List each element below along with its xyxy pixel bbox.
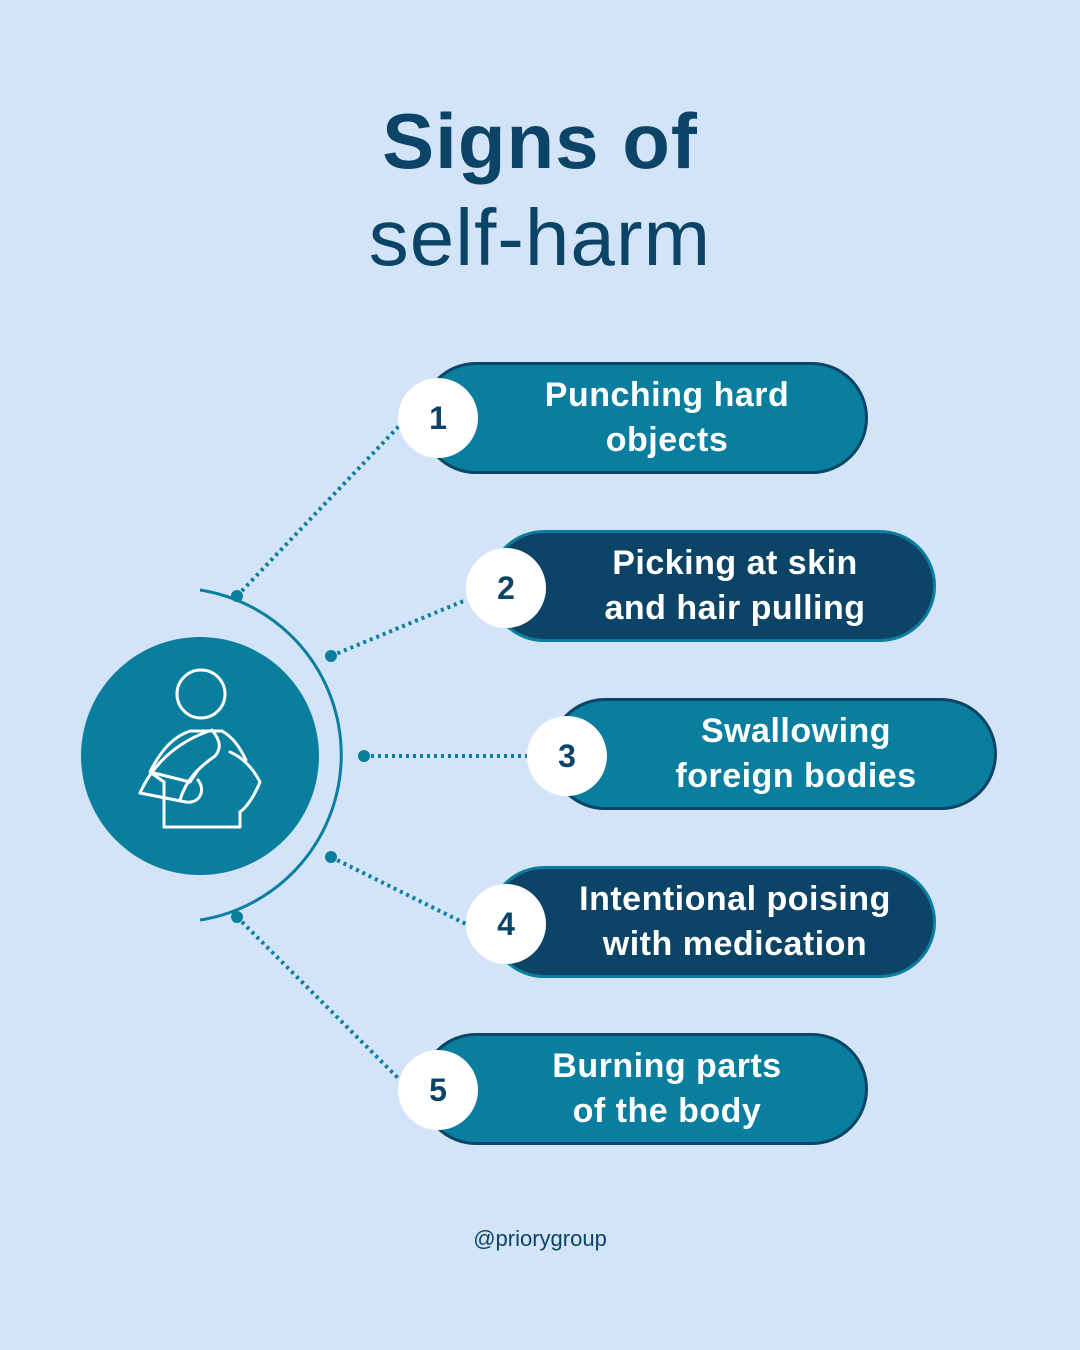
sign-label-5-line-1: Burning parts [552, 1047, 782, 1085]
connector-dot-3 [358, 750, 370, 762]
sign-label-3-line-2: foreign bodies [675, 757, 917, 795]
sign-number-2: 2 [466, 548, 546, 628]
connector-line-4 [330, 855, 467, 926]
sign-label-5-line-2: of the body [572, 1092, 762, 1130]
connector-dot-5 [231, 911, 243, 923]
social-handle: @priorygroup [473, 1226, 607, 1251]
sign-label-3-line-1: Swallowing [700, 712, 892, 750]
arm-sling-person-icon [138, 668, 262, 829]
sign-label-2-line-2: and hair pulling [604, 589, 866, 627]
sign-pill-2: Picking at skin and hair pulling [488, 530, 936, 642]
connector-dot-4 [325, 851, 337, 863]
sign-label-4-line-1: Intentional poising [579, 880, 891, 918]
connector-dot-1 [231, 590, 243, 602]
sign-number-5: 5 [398, 1050, 478, 1130]
connector-line-2 [330, 598, 467, 658]
connector-dot-2 [325, 650, 337, 662]
sign-pill-5: Burning parts of the body [420, 1033, 868, 1145]
sign-label-4-line-2: with medication [602, 925, 868, 963]
title-line-2: self-harm [368, 193, 712, 282]
sign-label-1-line-2: objects [605, 421, 729, 459]
sign-number-3: 3 [527, 716, 607, 796]
sign-pill-4: Intentional poising with medication [488, 866, 936, 978]
sign-number-1: 1 [398, 378, 478, 458]
title-line-1: Signs of [382, 97, 698, 185]
center-circle [81, 637, 319, 875]
connector-line-5 [235, 915, 402, 1082]
sign-label-1-line-1: Punching hard [544, 376, 790, 414]
sign-label-2-line-1: Picking at skin [612, 544, 858, 582]
sign-pill-1: Punching hard objects [420, 362, 868, 474]
connector-line-1 [235, 423, 402, 598]
connector-arc [199, 588, 343, 922]
sign-number-4: 4 [466, 884, 546, 964]
sign-pill-3: Swallowing foreign bodies [549, 698, 997, 810]
